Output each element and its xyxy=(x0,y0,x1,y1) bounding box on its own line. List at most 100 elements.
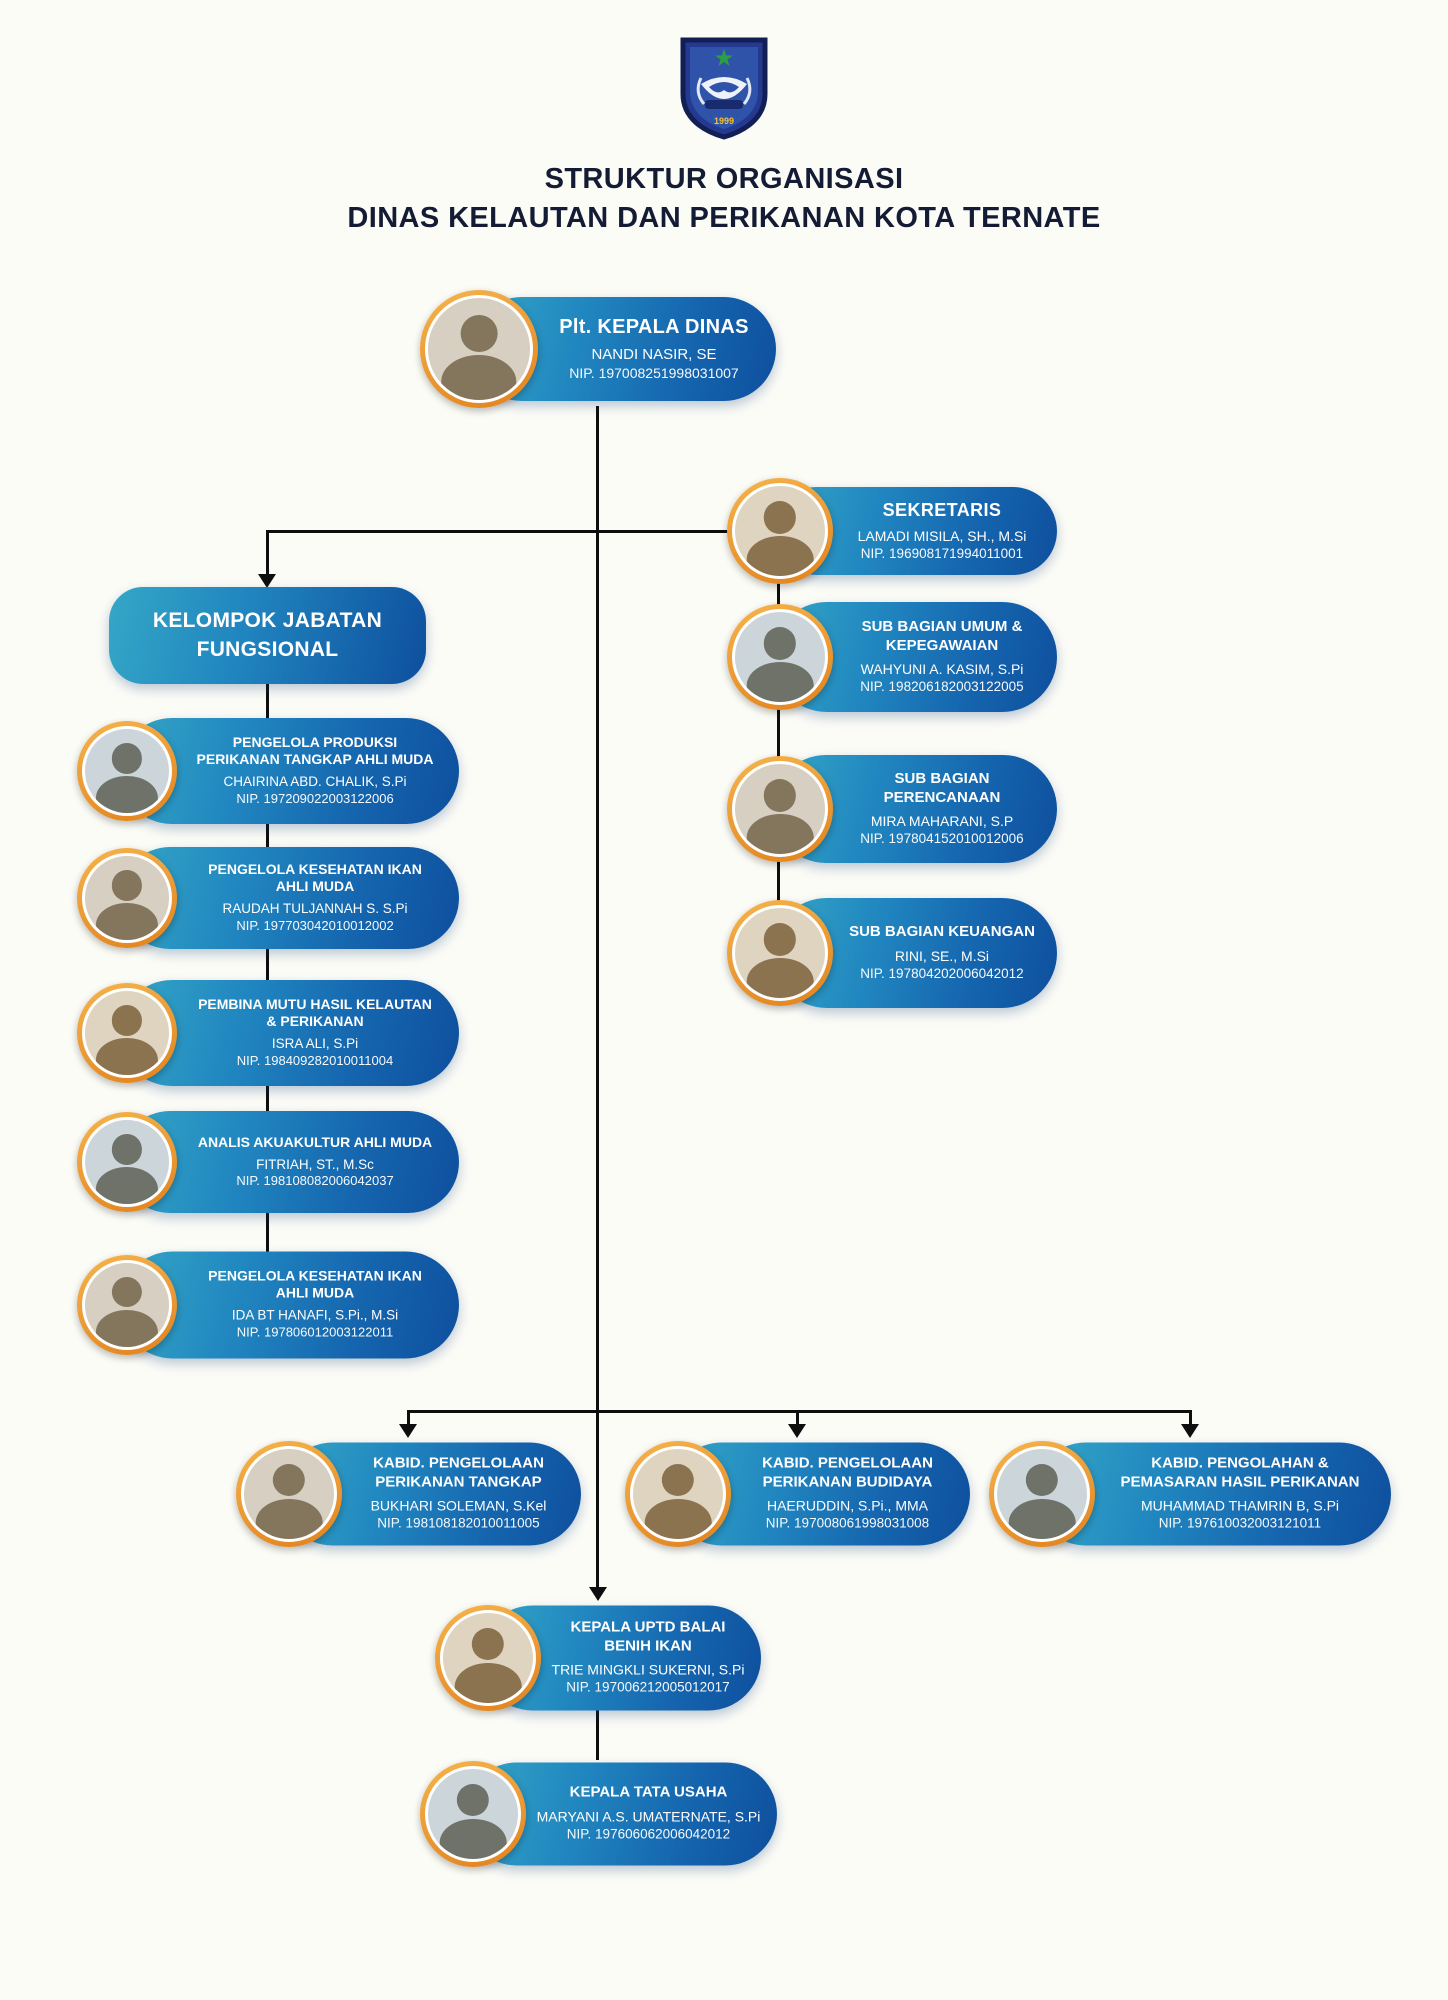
person-photo xyxy=(989,1440,1095,1547)
person-nip: NIP. 197804152010012006 xyxy=(860,831,1024,847)
person-nip: NIP. 197703042010012002 xyxy=(236,917,394,933)
person-photo xyxy=(77,983,177,1083)
shield-emblem-icon: 1999 xyxy=(680,37,768,140)
position-title: SUB BAGIAN UMUM & KEPEGAWAIAN xyxy=(861,618,1023,654)
person-photo xyxy=(77,1254,177,1355)
position-title: KEPALA UPTD BALAI BENIH IKAN xyxy=(570,1618,726,1655)
connector-kelompok-drop xyxy=(266,530,269,576)
connector-arrow-kabid1 xyxy=(399,1424,417,1438)
person-name: HAERUDDIN, S.Pi., MMA xyxy=(766,1497,928,1514)
connector-sekretaris-stub xyxy=(598,530,780,533)
connector-kabid2-stub xyxy=(796,1410,799,1426)
connector-arrow-kabid2 xyxy=(788,1424,806,1438)
person-nip: NIP. 198108182010011005 xyxy=(377,1515,540,1531)
person-name: BUKHARI SOLEMAN, S.Kel xyxy=(370,1497,547,1514)
card-kabid-perikanan-budidaya: KABID. PENGELOLAAN PERIKANAN BUDIDAYA HA… xyxy=(625,1437,970,1550)
position-title: PENGELOLA KESEHATAN IKAN AHLI MUDA xyxy=(208,1267,422,1301)
connector-top-horizontal xyxy=(266,530,598,533)
person-name: MUHAMMAD THAMRIN B, S.Pi xyxy=(1140,1497,1340,1514)
person-name: NANDI NASIR, SE xyxy=(591,345,717,363)
person-nip: NIP. 197806012003122011 xyxy=(236,1324,394,1340)
card-kabid-perikanan-tangkap: KABID. PENGELOLAAN PERIKANAN TANGKAP BUK… xyxy=(236,1437,581,1550)
person-nip: NIP. 196908171994011001 xyxy=(860,545,1024,561)
person-name: TRIE MINGKLI SUKERNI, S.Pi xyxy=(551,1661,745,1678)
position-title: SEKRETARIS xyxy=(882,499,1002,520)
position-title: PENGELOLA KESEHATAN IKAN AHLI MUDA xyxy=(208,861,422,895)
card-kepala-dinas: Plt. KEPALA DINAS NANDI NASIR, SE NIP. 1… xyxy=(420,290,776,408)
position-title: KEPALA TATA USAHA xyxy=(569,1783,728,1801)
person-nip: NIP. 198206182003122005 xyxy=(860,679,1024,695)
connector-arrow-kelompok xyxy=(258,574,276,588)
card-sub-bagian-perencanaan: SUB BAGIAN PERENCANAAN MIRA MAHARANI, S.… xyxy=(727,750,1057,868)
connector-kabid1-stub xyxy=(407,1410,410,1426)
person-photo xyxy=(236,1440,342,1547)
card-sub-bagian-umum-kepegawaian: SUB BAGIAN UMUM & KEPEGAWAIAN WAHYUNI A.… xyxy=(727,597,1057,717)
group-box-kelompok-jabatan-fungsional: KELOMPOK JABATAN FUNGSIONAL xyxy=(109,587,426,684)
person-name: FITRIAH, ST., M.Sc xyxy=(256,1156,374,1172)
person-photo xyxy=(727,900,833,1006)
person-nip: NIP. 197006212005012017 xyxy=(566,1679,730,1695)
person-photo xyxy=(420,1760,526,1867)
card-kepala-tata-usaha: KEPALA TATA USAHA MARYANI A.S. UMATERNAT… xyxy=(420,1757,777,1870)
connector-arrow-kabid3 xyxy=(1181,1424,1199,1438)
person-nip: NIP. 197209022003122006 xyxy=(236,790,394,806)
person-photo xyxy=(625,1440,731,1547)
card-fungsional-pengelola-produksi: PENGELOLA PRODUKSI PERIKANAN TANGKAP AHL… xyxy=(77,713,459,829)
card-kepala-uptd: KEPALA UPTD BALAI BENIH IKAN TRIE MINGKL… xyxy=(435,1600,761,1715)
card-pill: PENGELOLA KESEHATAN IKAN AHLI MUDA RAUDA… xyxy=(119,847,459,949)
position-title: SUB BAGIAN PERENCANAAN xyxy=(883,770,1001,806)
position-title: PENGELOLA PRODUKSI PERIKANAN TANGKAP AHL… xyxy=(196,734,434,768)
person-nip: NIP. 198409282010011004 xyxy=(236,1052,394,1068)
person-name: MARYANI A.S. UMATERNATE, S.Pi xyxy=(536,1808,761,1825)
connector-arrow-uptd xyxy=(589,1587,607,1601)
person-name: MIRA MAHARANI, S.P xyxy=(870,812,1014,829)
position-title: Plt. KEPALA DINAS xyxy=(559,316,749,339)
person-nip: NIP. 197008061998031008 xyxy=(765,1515,930,1531)
person-photo xyxy=(77,721,177,821)
person-photo xyxy=(420,290,538,408)
city-emblem-logo: 1999 xyxy=(679,36,769,140)
person-photo xyxy=(727,478,833,584)
group-title-line1: KELOMPOK JABATAN xyxy=(152,609,383,633)
person-photo xyxy=(77,848,177,948)
page-title-line1: STRUKTUR ORGANISASI xyxy=(544,163,904,195)
position-title: KABID. PENGELOLAAN PERIKANAN BUDIDAYA xyxy=(762,1454,933,1491)
person-name: WAHYUNI A. KASIM, S.Pi xyxy=(860,660,1024,677)
card-fungsional-pembina-mutu: PEMBINA MUTU HASIL KELAUTAN & PERIKANAN … xyxy=(77,975,459,1091)
person-name: RAUDAH TULJANNAH S. S.Pi xyxy=(222,901,408,917)
person-name: RINI, SE., M.Si xyxy=(894,947,990,964)
card-pill: KABID. PENGELOLAAN PERIKANAN BUDIDAYA HA… xyxy=(669,1442,970,1545)
card-sub-bagian-keuangan: SUB BAGIAN KEUANGAN RINI, SE., M.Si NIP.… xyxy=(727,893,1057,1013)
position-title: KABID. PENGOLAHAN & PEMASARAN HASIL PERI… xyxy=(1120,1454,1360,1491)
connector-bottom-horizontal xyxy=(408,1410,1191,1413)
position-title: PEMBINA MUTU HASIL KELAUTAN & PERIKANAN xyxy=(198,996,432,1030)
emblem-year: 1999 xyxy=(714,116,734,126)
person-nip: NIP. 197804202006042012 xyxy=(860,965,1024,981)
person-nip: NIP. 197610032003121011 xyxy=(1158,1515,1322,1531)
person-name: ISRA ALI, S.Pi xyxy=(271,1036,359,1052)
page-title-line2: DINAS KELAUTAN DAN PERIKANAN KOTA TERNAT… xyxy=(347,202,1101,234)
person-name: IDA BT HANAFI, S.Pi., M.Si xyxy=(231,1307,399,1323)
connector-main-vertical xyxy=(596,406,599,1596)
person-name: LAMADI MISILA, SH., M.Si xyxy=(857,527,1027,544)
group-title-line2: FUNGSIONAL xyxy=(196,637,339,661)
person-nip: NIP. 198108082006042037 xyxy=(236,1173,394,1189)
connector-uptd-tatausaha xyxy=(596,1710,599,1760)
position-title: SUB BAGIAN KEUANGAN xyxy=(849,923,1035,941)
page-title: STRUKTUR ORGANISASI DINAS KELAUTAN DAN P… xyxy=(0,160,1448,238)
person-nip: NIP. 197008251998031007 xyxy=(569,365,739,382)
connector-sekretaris-spine xyxy=(777,543,780,955)
card-sekretaris: SEKRETARIS LAMADI MISILA, SH., M.Si NIP.… xyxy=(727,478,1057,584)
person-photo xyxy=(727,756,833,862)
person-photo xyxy=(77,1112,177,1212)
person-photo xyxy=(435,1604,541,1711)
position-title: ANALIS AKUAKULTUR AHLI MUDA xyxy=(197,1133,433,1150)
card-fungsional-kesehatan-ikan-2: PENGELOLA KESEHATAN IKAN AHLI MUDA IDA B… xyxy=(77,1246,459,1363)
person-nip: NIP. 197606062006042012 xyxy=(566,1826,731,1842)
position-title: KABID. PENGELOLAAN PERIKANAN TANGKAP xyxy=(373,1454,544,1491)
card-fungsional-kesehatan-ikan-1: PENGELOLA KESEHATAN IKAN AHLI MUDA RAUDA… xyxy=(77,842,459,954)
connector-kabid3-stub xyxy=(1189,1410,1192,1426)
card-kabid-pengolahan-pemasaran: KABID. PENGOLAHAN & PEMASARAN HASIL PERI… xyxy=(989,1437,1391,1550)
person-photo xyxy=(727,604,833,710)
